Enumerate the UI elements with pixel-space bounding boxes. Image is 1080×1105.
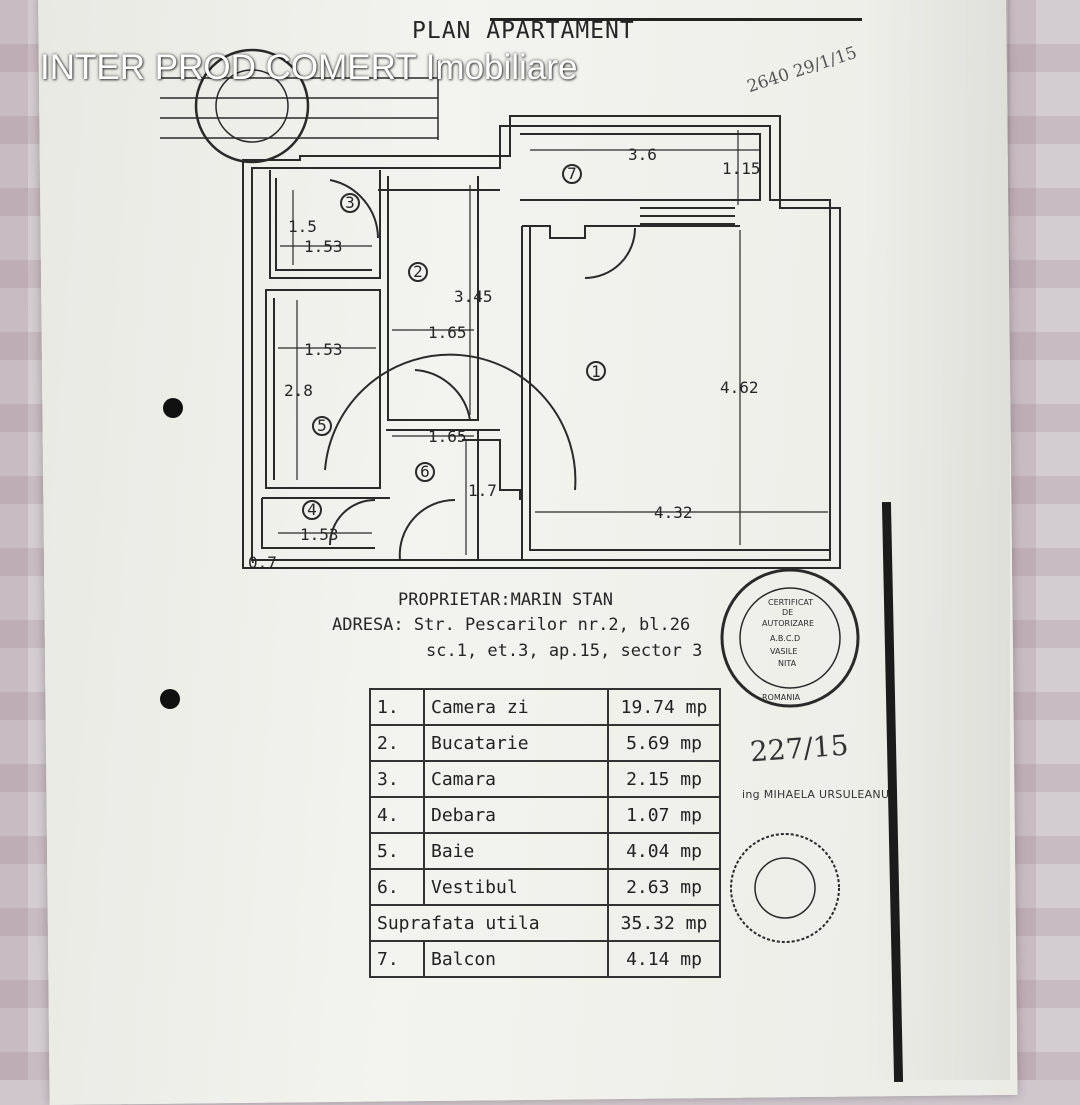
table-row: 5. Baie 4.04 mp: [369, 832, 721, 870]
room-number-1: 1: [591, 362, 601, 381]
title-underline: [490, 18, 862, 21]
table-row: 2. Bucatarie 5.69 mp: [369, 724, 721, 762]
dim-room-length: 4.62: [720, 378, 759, 397]
svg-text:DE: DE: [782, 608, 793, 617]
dim-bath-length: 2.8: [284, 381, 313, 400]
areas-table: 1. Camera zi 19.74 mp 2. Bucatarie 5.69 …: [369, 688, 721, 978]
address-line-1: ADRESA: Str. Pescarilor nr.2, bl.26: [332, 615, 691, 635]
room-number-5: 5: [317, 416, 327, 435]
room-number-3: 3: [345, 193, 355, 212]
svg-text:AUTORIZARE: AUTORIZARE: [762, 619, 814, 628]
room-number-7: 7: [567, 164, 577, 183]
table-row: 4. Debara 1.07 mp: [369, 796, 721, 834]
address-line-2: sc.1, et.3, ap.15, sector 3: [426, 641, 703, 661]
room-number-4: 4: [307, 500, 317, 519]
dim-wall: 0.7: [248, 553, 277, 572]
agency-watermark: INTER PROD COMERT Imobiliare: [40, 48, 578, 87]
room-number-2: 2: [413, 262, 423, 281]
svg-text:A.B.C.D: A.B.C.D: [770, 634, 800, 643]
plan-title: PLAN APARTAMENT: [412, 18, 635, 44]
engineer-name: ing MIHAELA URSULEANU: [742, 788, 890, 801]
dim-room-width: 4.32: [654, 503, 693, 522]
dim-closet-width: 1.53: [300, 525, 339, 544]
table-row: 3. Camara 2.15 mp: [369, 760, 721, 798]
certification-stamp-text: CERTIFICAT DE AUTORIZARE A.B.C.D VASILE …: [762, 598, 814, 702]
dim-balcony-width: 3.6: [628, 145, 657, 164]
dim-hall-width: 1.65: [428, 427, 467, 446]
room-number-6: 6: [420, 462, 430, 481]
svg-text:ROMANIA: ROMANIA: [762, 693, 801, 702]
table-row-balcony: 7. Balcon 4.14 mp: [369, 940, 721, 978]
svg-text:NITA: NITA: [778, 659, 797, 668]
dim-kitchen-width: 1.65: [428, 323, 467, 342]
svg-text:CERTIFICAT: CERTIFICAT: [768, 598, 813, 607]
dim-hall-length: 1.7: [468, 481, 497, 500]
dim-pantry-width: 1.53: [304, 237, 343, 256]
floor-plan: 3 2 5 4 6 1 7 3.6 1.15 1.5 1.53 3.45 1.6…: [160, 48, 860, 943]
dim-kitchen-length: 3.45: [454, 287, 493, 306]
dim-bath-width: 1.53: [304, 340, 343, 359]
dim-balcony-depth: 1.15: [722, 159, 761, 178]
punch-hole: [160, 689, 180, 709]
table-row: 6. Vestibul 2.63 mp: [369, 868, 721, 906]
punch-hole: [163, 398, 183, 418]
dim-pantry-depth: 1.5: [288, 217, 317, 236]
svg-text:VASILE: VASILE: [770, 647, 797, 656]
handwritten-number: 227/15: [748, 728, 850, 769]
table-row: 1. Camera zi 19.74 mp: [369, 688, 721, 726]
table-total-row: Suprafata utila 35.32 mp: [369, 904, 721, 942]
owner-line: PROPRIETAR:MARIN STAN: [398, 590, 613, 610]
